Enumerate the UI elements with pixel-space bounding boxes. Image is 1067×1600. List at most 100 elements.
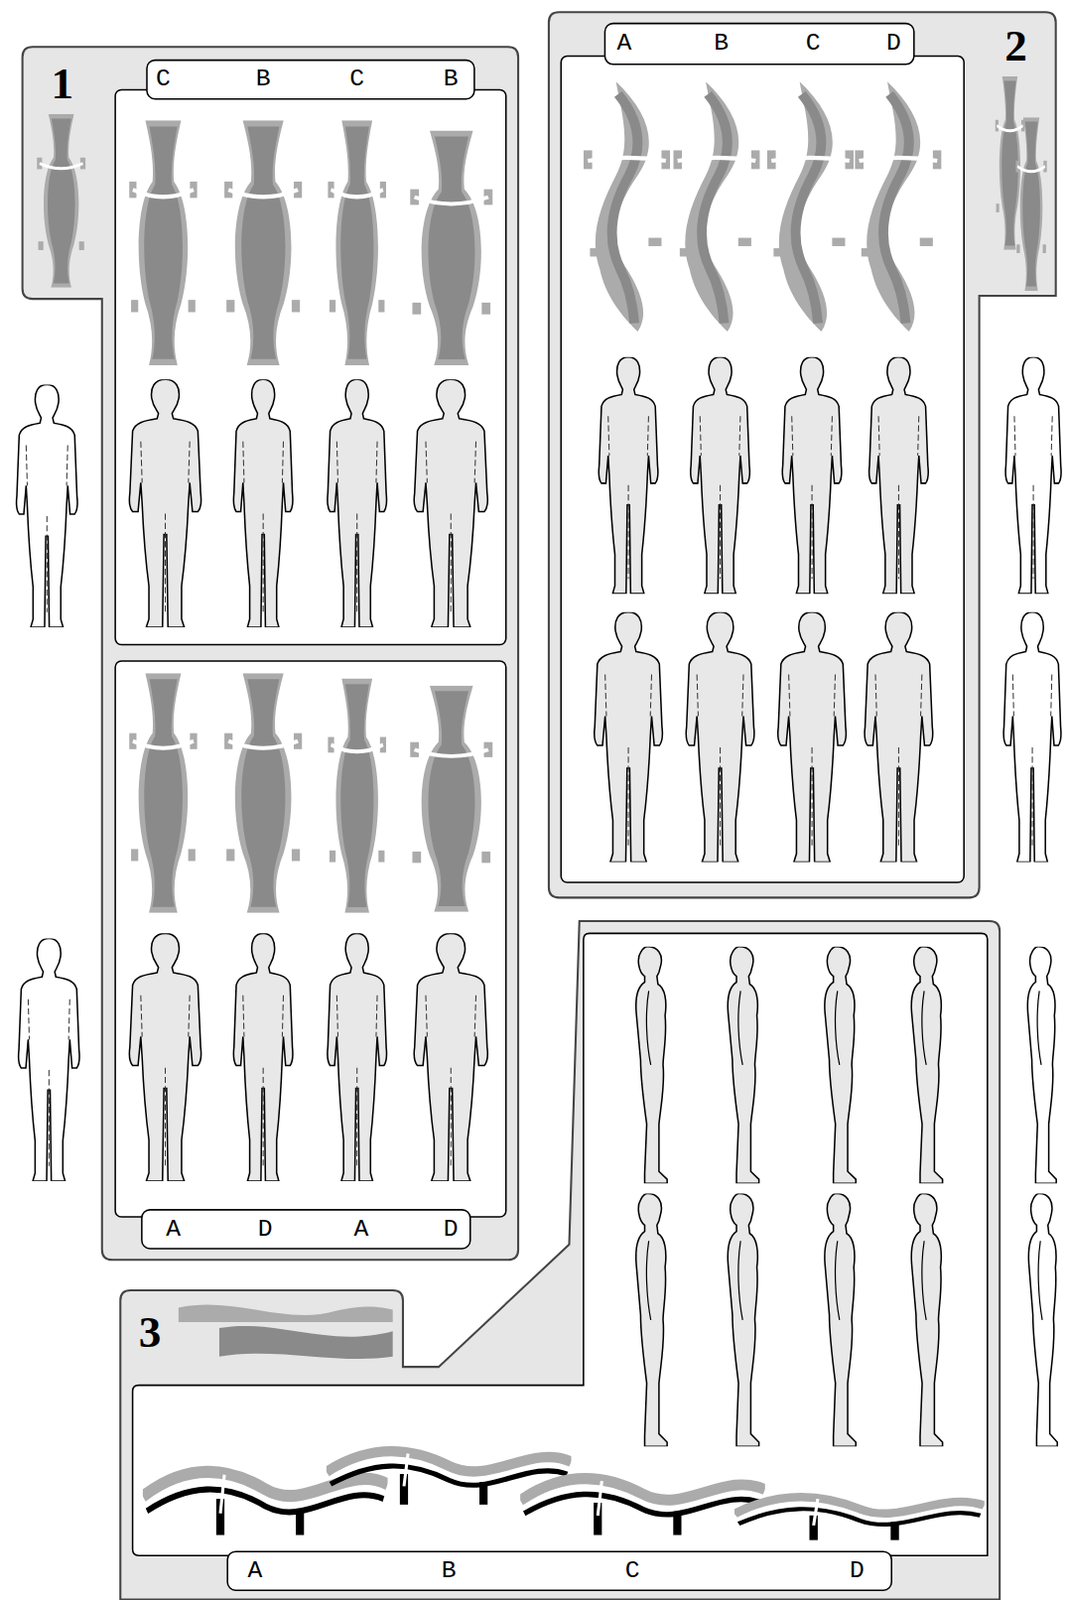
illustration-use: [224, 672, 302, 914]
illustration-use: [129, 672, 197, 914]
illustration-use: [327, 677, 387, 913]
illustration-use: [583, 81, 670, 332]
column-letter: A: [353, 1216, 369, 1242]
illustration-use: [767, 81, 854, 332]
illustration-use: [129, 379, 201, 628]
illustration-path: [219, 1326, 394, 1359]
illustration-use: [142, 1471, 389, 1536]
illustration-rect: [115, 89, 507, 645]
vessel-shapes: [129, 81, 984, 1541]
illustration-path: [133, 933, 988, 1556]
illustration-use: [129, 120, 197, 366]
illustration-use: [1028, 1193, 1058, 1447]
panel-outline: [548, 11, 1057, 898]
illustration-use: [233, 379, 293, 628]
bar-shape: [146, 60, 475, 100]
bar-outline: [603, 22, 915, 66]
panel-shape: [22, 46, 519, 1260]
illustration-use: [727, 946, 759, 1184]
illustration-use: [224, 120, 302, 366]
illustration-use: [911, 1193, 942, 1447]
illustration-use: [672, 81, 760, 332]
letter-bar: ABCD: [603, 22, 915, 66]
panel-shape: [120, 921, 1000, 1600]
reference-figures: [16, 357, 1063, 1448]
illustration-use: [636, 1193, 667, 1447]
column-letter: D: [849, 1558, 865, 1584]
illustration-use: [327, 120, 387, 366]
illustration-use: [778, 612, 847, 863]
panel: 3ABCD: [120, 921, 1000, 1600]
column-letter: A: [248, 1558, 264, 1584]
column-letter: C: [625, 1558, 641, 1584]
illustration-use: [636, 946, 667, 1184]
illustration-use: [409, 131, 493, 366]
letter-bar: A B C D: [226, 1550, 893, 1592]
illustration-use: [594, 612, 664, 863]
column-letter: D: [443, 1216, 459, 1242]
panel: 2ABCD: [548, 11, 1057, 898]
illustration-use: [36, 114, 86, 288]
column-letter: D: [258, 1216, 273, 1242]
bar-outline: [140, 1208, 472, 1250]
panel-number: 1: [50, 61, 74, 107]
illustration-rect: [560, 56, 964, 883]
panel-icons: [36, 76, 1047, 1359]
illustration-use: [409, 685, 493, 913]
panel: 1 C B C B A D A D: [22, 46, 519, 1260]
illustration-use: [1003, 612, 1062, 863]
bar-shape: [227, 1551, 892, 1591]
illustration-use: [685, 612, 755, 863]
illustration-use: [413, 379, 488, 628]
illustration-use: [1027, 946, 1057, 1184]
figures: [129, 357, 942, 1448]
illustration-use: [16, 384, 78, 628]
panel-grounds: [22, 11, 1057, 1600]
panel-number: 2: [1004, 23, 1028, 69]
illustration-use: [327, 379, 388, 628]
illustration-use: [854, 81, 941, 332]
illustration-use: [734, 1496, 985, 1541]
illustration-use: [727, 1193, 759, 1447]
illustration-use: [864, 612, 934, 863]
column-letter: B: [256, 67, 271, 93]
bar-outline: [145, 59, 476, 101]
column-letter: A: [165, 1216, 181, 1242]
illustration-path: [548, 11, 1057, 898]
panel-shape: [548, 11, 1057, 898]
illustration-use: [1015, 117, 1047, 291]
illustration-use: [598, 357, 659, 594]
bar-shape: [141, 1209, 471, 1249]
illustration-use: [782, 357, 842, 594]
panel-outline: [22, 46, 519, 1260]
illustration-use: [824, 1193, 856, 1447]
illustration-use: [327, 933, 388, 1182]
column-letter: C: [349, 67, 365, 93]
bar-outline: [226, 1550, 893, 1592]
column-letter: D: [886, 31, 902, 57]
illustration-use: [129, 933, 201, 1182]
column-letter: C: [155, 67, 171, 93]
column-letter: A: [617, 31, 633, 57]
illustration-use: [824, 946, 856, 1184]
column-letter: B: [441, 1558, 457, 1584]
illustration-use: [413, 933, 488, 1182]
illustration-use: [18, 938, 80, 1183]
bar-shape: [604, 23, 914, 65]
illustration-use: [1005, 357, 1062, 594]
letter-bar: ADAD: [140, 1208, 472, 1250]
illustration-rect: [115, 661, 507, 1217]
illustration-use: [995, 76, 1025, 251]
panel-outline: [120, 921, 1000, 1600]
illustration-use: [911, 946, 942, 1184]
illustration-path: [178, 1305, 394, 1323]
illustration-path: [22, 46, 519, 1260]
illustration-use: [869, 357, 930, 594]
letter-bar: CBCB: [145, 59, 476, 101]
column-letter: B: [713, 31, 729, 57]
illustration-use: [690, 357, 751, 594]
illustration-use: [233, 933, 293, 1182]
column-letter: B: [443, 67, 459, 93]
